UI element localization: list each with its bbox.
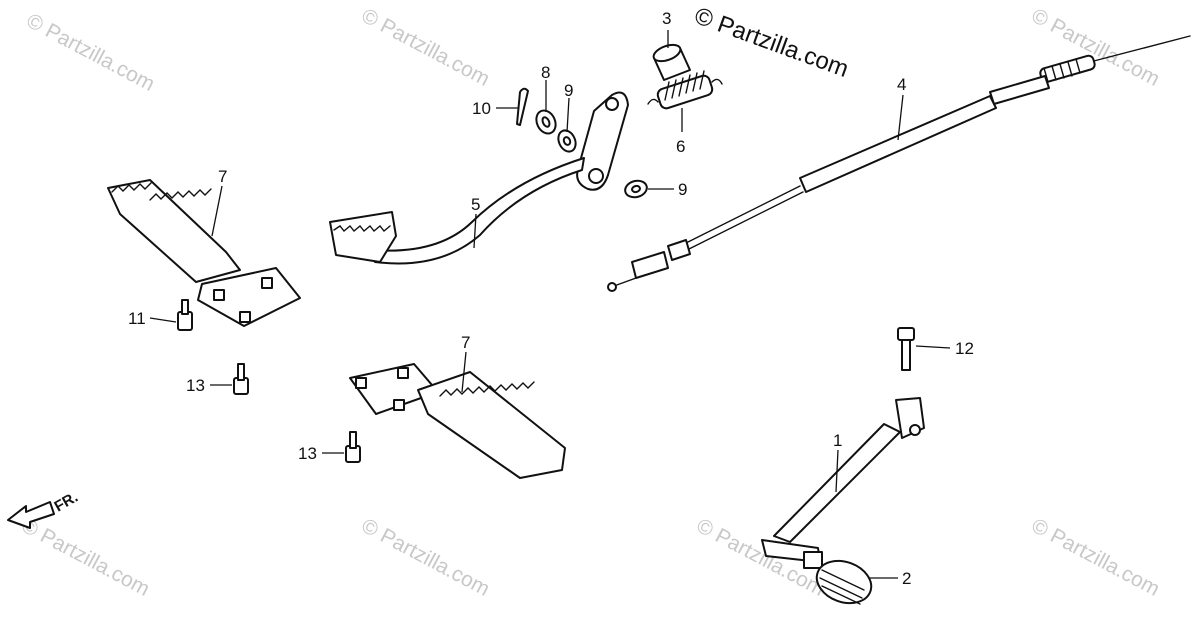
- callout-4: 4: [897, 75, 906, 94]
- watermark-bottom-left: © Partzilla.com: [18, 514, 154, 601]
- callout-13-center: 13: [298, 444, 317, 463]
- callout-9-right: 9: [678, 180, 687, 199]
- callout-9-top: 9: [564, 81, 573, 100]
- callout-12: 12: [955, 339, 974, 358]
- part-shift-pedal: [761, 397, 925, 569]
- part-footpeg-left: [107, 179, 301, 327]
- callout-6: 6: [676, 137, 685, 156]
- part-bolt-13-left: [233, 363, 249, 395]
- watermark-bottom-center: © Partzilla.com: [358, 514, 494, 601]
- leader-lines: [149, 30, 951, 579]
- direction-label: FR.: [52, 489, 81, 516]
- callout-13-left: 13: [186, 376, 205, 395]
- part-spring: [647, 70, 723, 110]
- callout-10: 10: [472, 99, 491, 118]
- part-collar: [652, 43, 691, 81]
- part-brake-cable: [607, 35, 1191, 292]
- part-bolt-12: [897, 327, 915, 371]
- callout-1: 1: [833, 431, 842, 450]
- callout-8: 8: [541, 63, 550, 82]
- callout-7-right: 7: [461, 333, 470, 352]
- callout-11: 11: [128, 309, 146, 328]
- part-cotter-pin: [516, 87, 529, 126]
- part-shift-rubber: [815, 559, 873, 605]
- part-bolt-13-center: [345, 431, 361, 463]
- part-footpeg-right: [349, 363, 566, 479]
- callout-5: 5: [471, 195, 480, 214]
- callout-7-left: 7: [218, 167, 227, 186]
- watermark-top-left: © Partzilla.com: [23, 9, 159, 96]
- part-washer-9-top: [557, 129, 577, 153]
- watermark-bottom-right: © Partzilla.com: [1028, 514, 1164, 601]
- callouts: 3 4 5 6 7 7 8 9 9 10 11 12 13 13 1 2: [128, 9, 974, 588]
- part-washer-9-right: [624, 179, 648, 199]
- part-washer-8: [535, 109, 557, 135]
- part-bolt-11: [177, 299, 193, 331]
- callout-2: 2: [902, 569, 911, 588]
- part-brake-pedal: [329, 91, 629, 265]
- callout-3: 3: [662, 9, 671, 28]
- watermark-top-center: © Partzilla.com: [358, 4, 494, 91]
- copyright-notice: © Partzilla.com: [691, 2, 852, 83]
